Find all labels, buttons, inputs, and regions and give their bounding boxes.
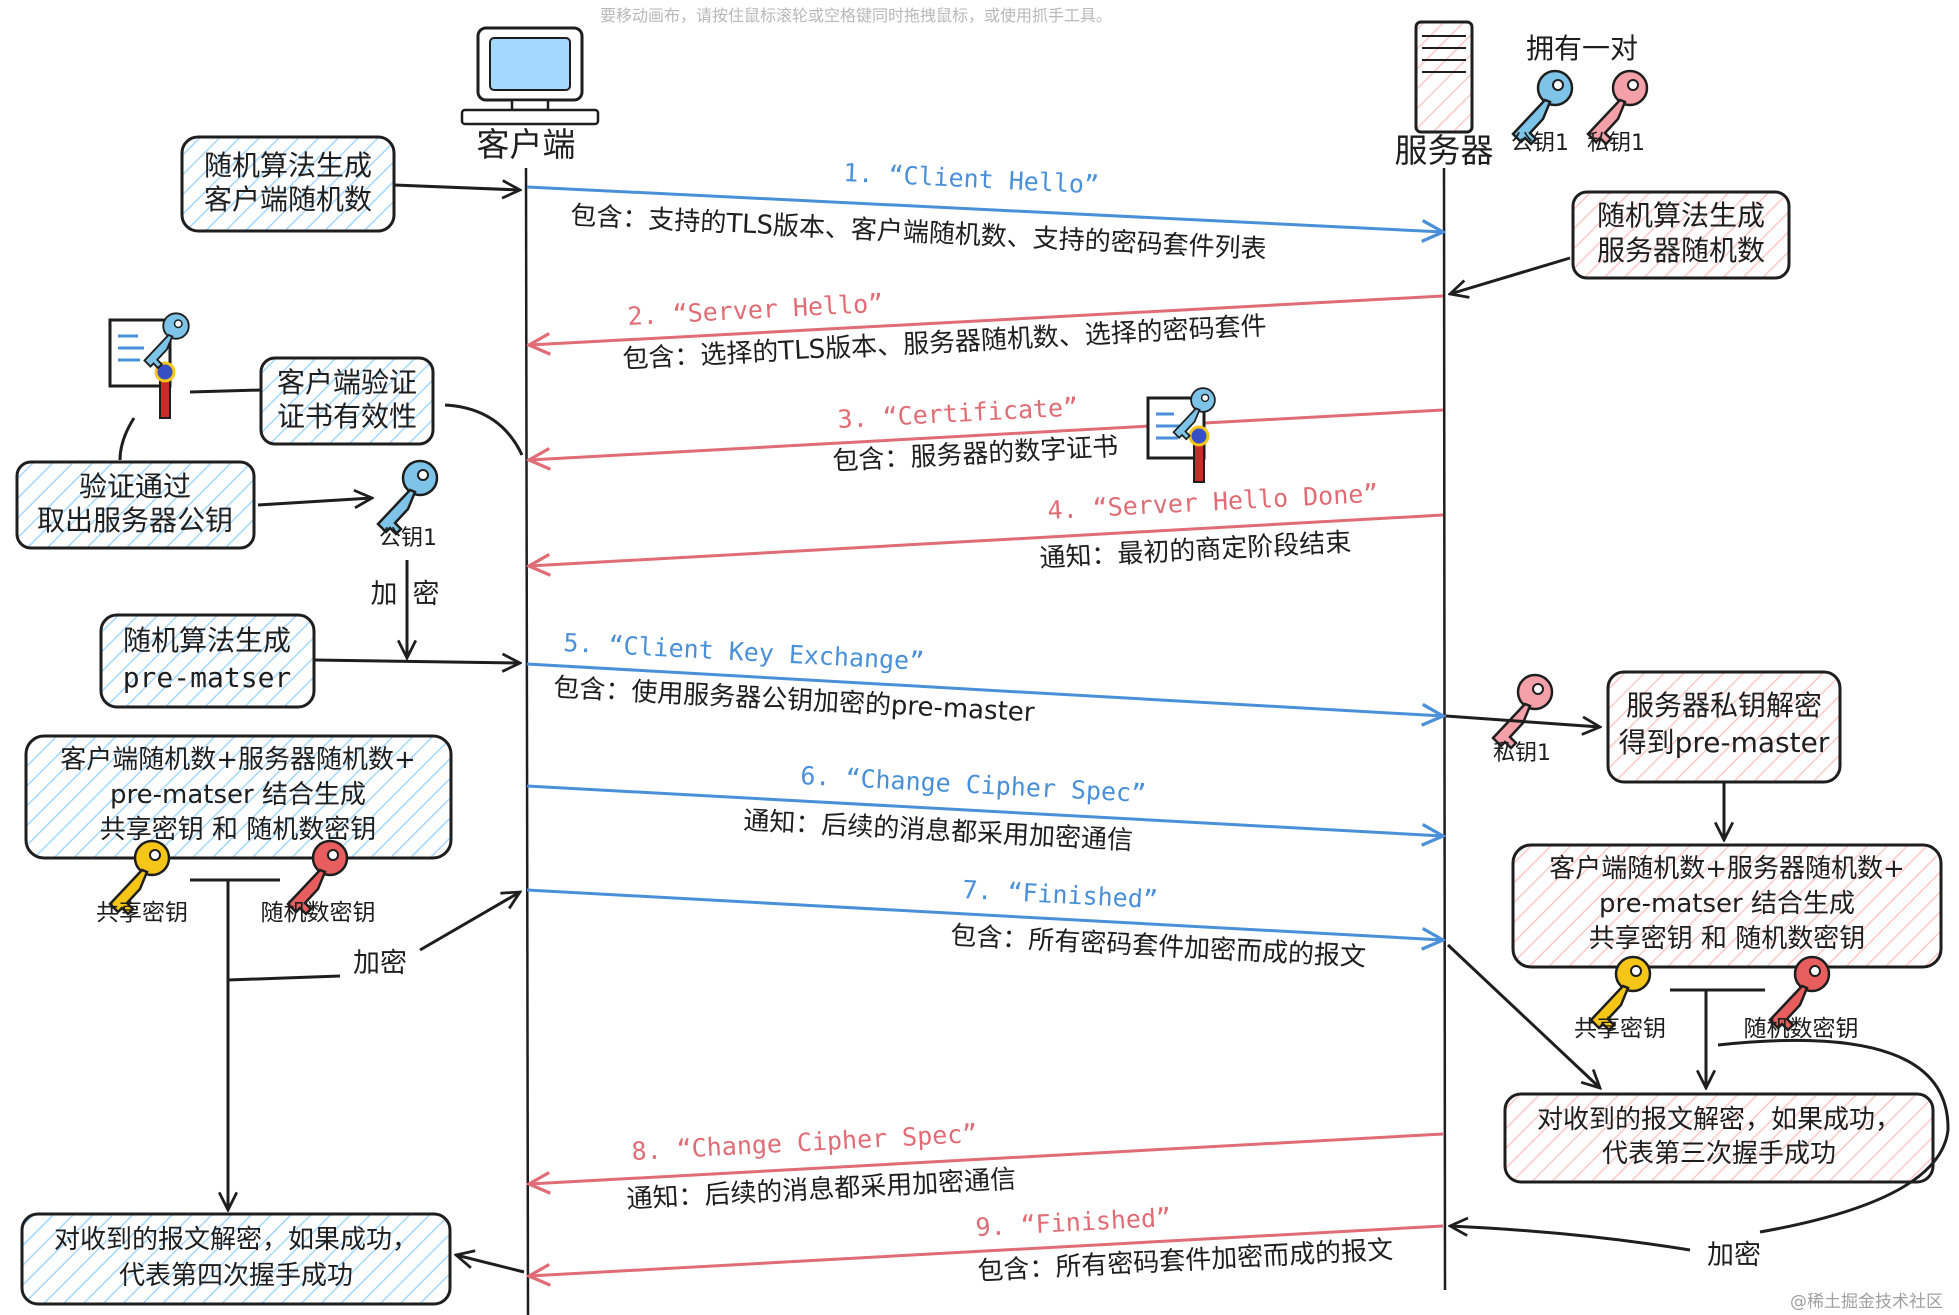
- server-decrypt-premaster-line1: 服务器私钥解密: [1626, 689, 1822, 722]
- client-decrypt-line1: 对收到的报文解密，如果成功，: [54, 1225, 418, 1255]
- client-public-key-label: 公钥1: [379, 526, 437, 551]
- finished-to-client-decrypt-arrow: [456, 1255, 525, 1274]
- client-label: 客户端: [477, 125, 576, 164]
- client-verified-line1: 验证通过: [79, 470, 191, 503]
- client-combine-box: [24, 734, 453, 860]
- message-1-note: 包含：支持的TLS版本、客户端随机数、支持的密码套件列表: [570, 201, 1268, 265]
- server-private-key-arrow: [1445, 714, 1600, 727]
- client-premaster-line2: pre-matser: [123, 661, 292, 694]
- message-3-note: 包含：服务器的数字证书: [832, 432, 1119, 477]
- finished-to-server-decrypt-arrow: [1446, 943, 1600, 1088]
- client-decrypt-box: [20, 1212, 452, 1306]
- message-9-title: 9. “Finished”: [975, 1203, 1172, 1242]
- message-1-title: 1. “Client Hello”: [843, 158, 1100, 199]
- client-decrypt-line2: 代表第四次握手成功: [119, 1261, 353, 1291]
- server-combine-line2: pre-matser 结合生成: [1599, 889, 1855, 919]
- message-8-arrow: [529, 1132, 1444, 1184]
- premaster-arrow: [313, 660, 520, 663]
- client-combine-line1: 客户端随机数+服务器随机数+: [60, 745, 416, 775]
- server-random-box: [1571, 190, 1791, 280]
- message-5-arrow: [526, 662, 1443, 716]
- message-9-arrow: [529, 1224, 1444, 1276]
- cert-to-verified-line: [118, 417, 136, 461]
- client-shared-key-label: 共享密钥: [96, 900, 188, 926]
- message-5-note: 包含：使用服务器公钥加密的pre-master: [553, 673, 1036, 728]
- server-combine-line3: 共享密钥 和 随机数密钥: [1589, 924, 1866, 954]
- message-1-arrow: [526, 185, 1443, 232]
- server-private-key-small-icon: [1491, 673, 1554, 750]
- client-encrypt-line: [227, 974, 341, 982]
- client-random-box: [180, 135, 396, 233]
- client-verify-box: [259, 356, 435, 446]
- server-random-line2: 服务器随机数: [1597, 234, 1765, 267]
- server-icon: [1414, 20, 1474, 134]
- verify-to-cert-line: [189, 388, 262, 394]
- canvas-hint: 要移动画布，请按住鼠标滚轮或空格键同时拖拽鼠标，或使用抓手工具。: [600, 6, 1113, 25]
- message-8-title: 8. “Change Cipher Spec”: [631, 1119, 978, 1166]
- encrypt-label-right-char: 密: [413, 579, 440, 610]
- message-6-arrow: [526, 784, 1443, 836]
- server-combine-line1: 客户端随机数+服务器随机数+: [1549, 854, 1905, 884]
- message-4-arrow: [529, 513, 1444, 566]
- server-encrypt-loop: [1717, 1038, 1950, 1234]
- client-random-line1: 随机算法生成: [204, 149, 372, 182]
- verified-to-key-arrow: [257, 498, 372, 505]
- client-computer-icon: [460, 26, 600, 126]
- message-8-note: 通知：后续的消息都采用加密通信: [626, 1165, 1017, 1215]
- client-verified-line2: 取出服务器公钥: [37, 504, 233, 537]
- client-combine-line2: pre-matser 结合生成: [110, 780, 366, 810]
- server-lifeline: [1442, 167, 1447, 1291]
- server-decrypt-box: [1503, 1092, 1935, 1184]
- message-7-note: 包含：所有密码套件加密而成的报文: [950, 921, 1367, 973]
- client-lifeline: [524, 167, 530, 1315]
- watermark: @稀土掘金技术社区: [1790, 1292, 1943, 1312]
- client-certificate-icon: [108, 312, 190, 419]
- client-verify-line2: 证书有效性: [277, 400, 417, 433]
- server-random-arrow: [1450, 256, 1571, 294]
- client-random-line2: 客户端随机数: [204, 183, 372, 216]
- server-shared-key-label: 共享密钥: [1574, 1016, 1666, 1042]
- certificate-icon: [1146, 387, 1216, 483]
- server-decrypt-premaster-line2: 得到pre-master: [1619, 726, 1830, 759]
- message-6-note: 通知：后续的消息都采用加密通信: [743, 806, 1134, 856]
- server-encrypt-label: 加密: [1707, 1240, 1761, 1271]
- message-3-title: 3. “Certificate”: [837, 392, 1079, 434]
- client-premaster-line1: 随机算法生成: [123, 624, 291, 657]
- server-random-key-label: 随机数密钥: [1744, 1016, 1859, 1042]
- encrypt-label-left-char: 加: [371, 579, 398, 610]
- client-verify-line1: 客户端验证: [277, 366, 417, 399]
- server-public-key-label: 公钥1: [1511, 131, 1569, 156]
- server-encrypt-arrow: [1450, 1226, 1691, 1252]
- server-keypair-caption: 拥有一对: [1526, 32, 1638, 65]
- cert-to-verify-line: [444, 403, 524, 456]
- server-private-key-label: 私钥1: [1587, 131, 1645, 156]
- message-2-arrow: [529, 294, 1444, 345]
- client-public-key-icon: [376, 459, 439, 536]
- server-combine-box: [1511, 843, 1943, 969]
- message-7-arrow: [526, 888, 1443, 940]
- message-3-arrow: [529, 408, 1444, 460]
- client-random-key-label: 随机数密钥: [261, 900, 376, 926]
- server-private-key-small-label: 私钥1: [1493, 741, 1551, 766]
- client-verified-box: [15, 460, 256, 550]
- server-random-line1: 随机算法生成: [1597, 199, 1765, 232]
- message-4-title: 4. “Server Hello Done”: [1047, 479, 1379, 525]
- message-7-title: 7. “Finished”: [962, 875, 1159, 914]
- client-encrypt-arrow: [419, 892, 520, 952]
- server-decrypt-line1: 对收到的报文解密，如果成功，: [1537, 1105, 1901, 1135]
- server-decrypt-line2: 代表第三次握手成功: [1602, 1139, 1836, 1169]
- message-9-note: 包含：所有密码套件加密而成的报文: [977, 1235, 1394, 1287]
- client-random-arrow: [393, 185, 520, 190]
- message-2-title: 2. “Server Hello”: [627, 289, 884, 331]
- client-encrypt-label: 加密: [353, 948, 407, 979]
- message-6-title: 6. “Change Cipher Spec”: [800, 761, 1147, 808]
- server-label: 服务器: [1395, 131, 1494, 170]
